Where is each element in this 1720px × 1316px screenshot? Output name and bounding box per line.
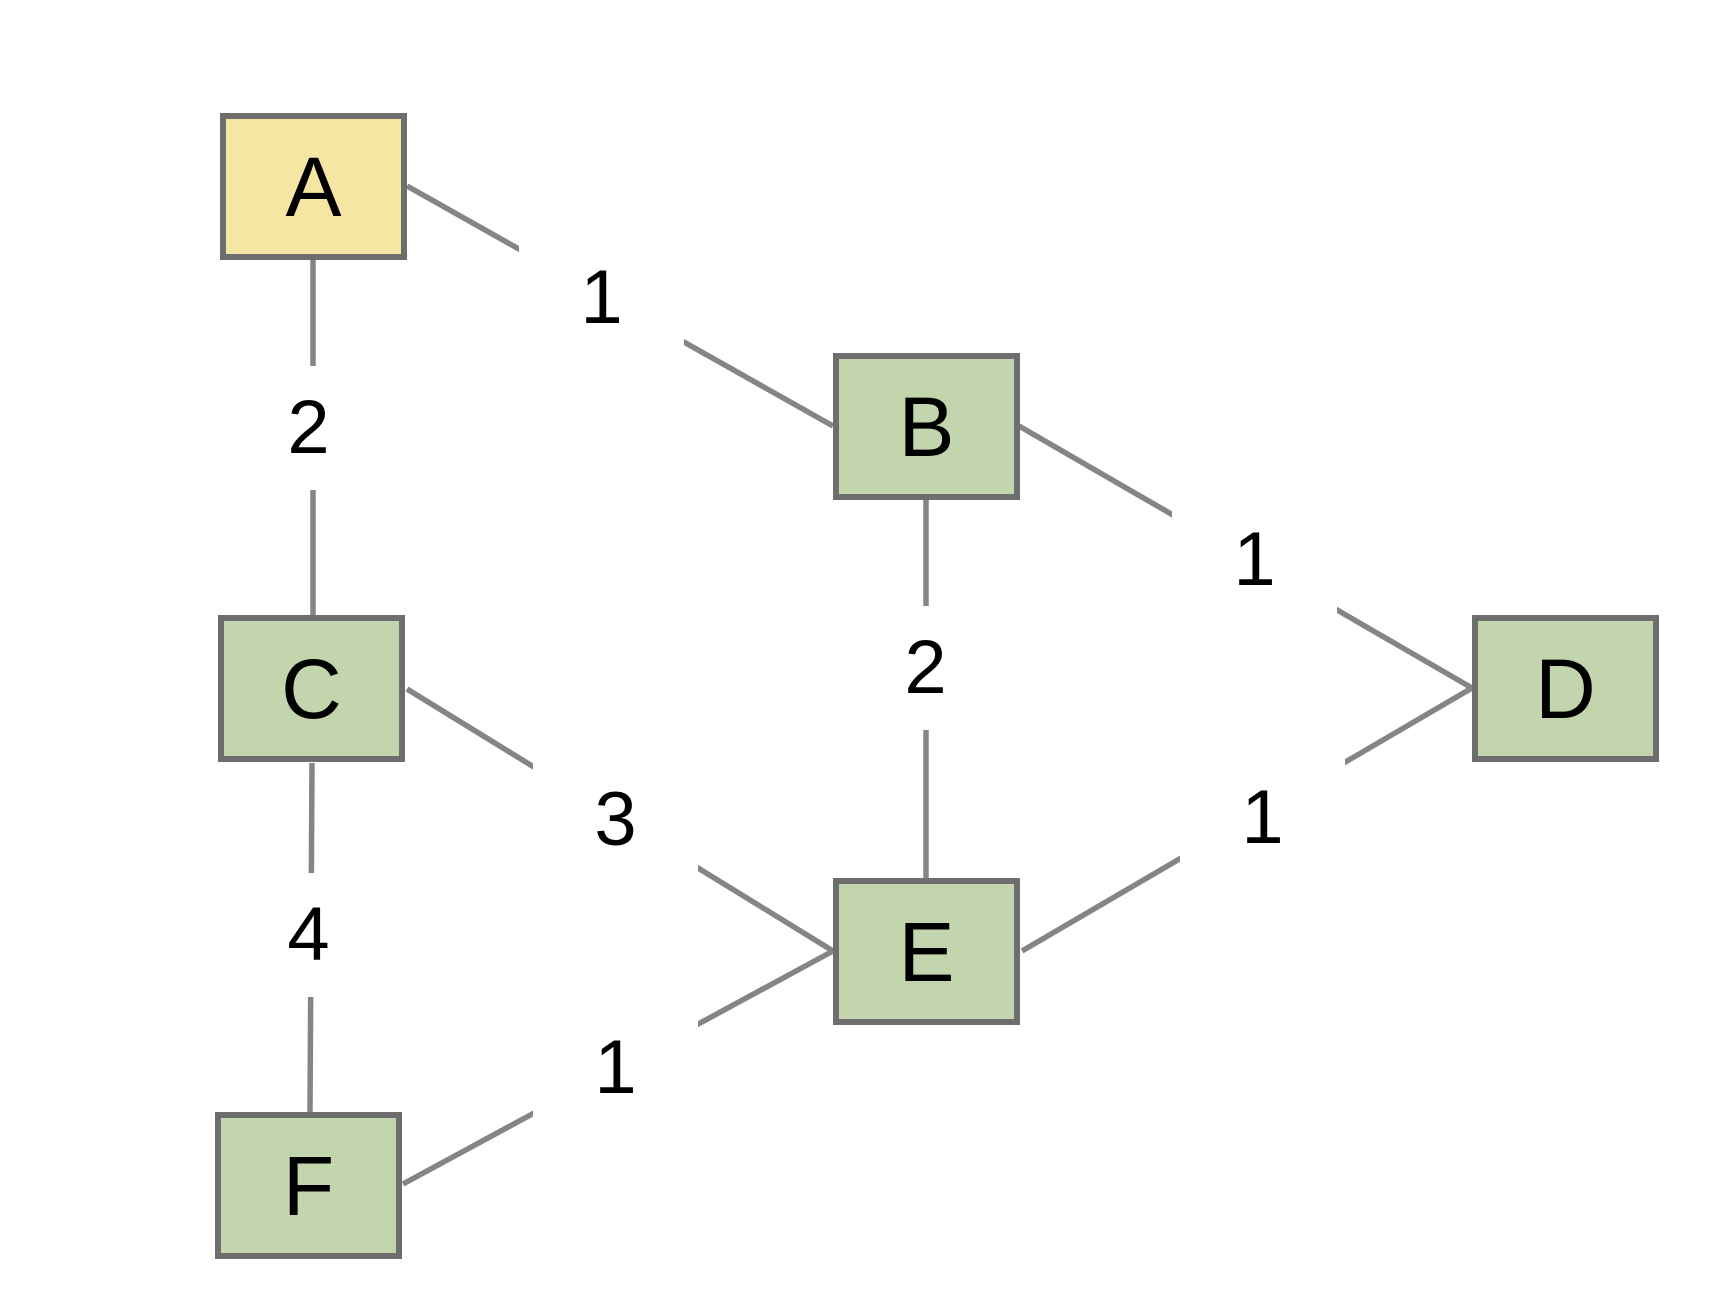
edge-A-C-weight: 2 [226, 366, 391, 490]
node-C: C [218, 615, 405, 762]
node-D: D [1472, 615, 1659, 762]
node-D-label: D [1535, 641, 1596, 736]
node-F: F [215, 1112, 402, 1259]
node-B: B [833, 353, 1020, 500]
edge-C-E-weight: 3 [533, 758, 698, 882]
node-A: A [220, 113, 407, 260]
edge-E-D-weight: 1 [1180, 756, 1345, 880]
node-A-label: A [285, 139, 342, 234]
edge-F-E-weight: 1 [533, 1006, 698, 1130]
edge-C-F-weight: 4 [226, 873, 391, 997]
node-E: E [833, 878, 1020, 1025]
node-B-label: B [898, 379, 955, 474]
edge-A-B-weight: 1 [519, 236, 684, 360]
node-C-label: C [281, 641, 342, 736]
node-F-label: F [282, 1138, 335, 1233]
edge-B-E-weight: 2 [843, 606, 1008, 730]
edge-B-D-weight: 1 [1172, 498, 1337, 622]
node-E-label: E [898, 904, 955, 999]
